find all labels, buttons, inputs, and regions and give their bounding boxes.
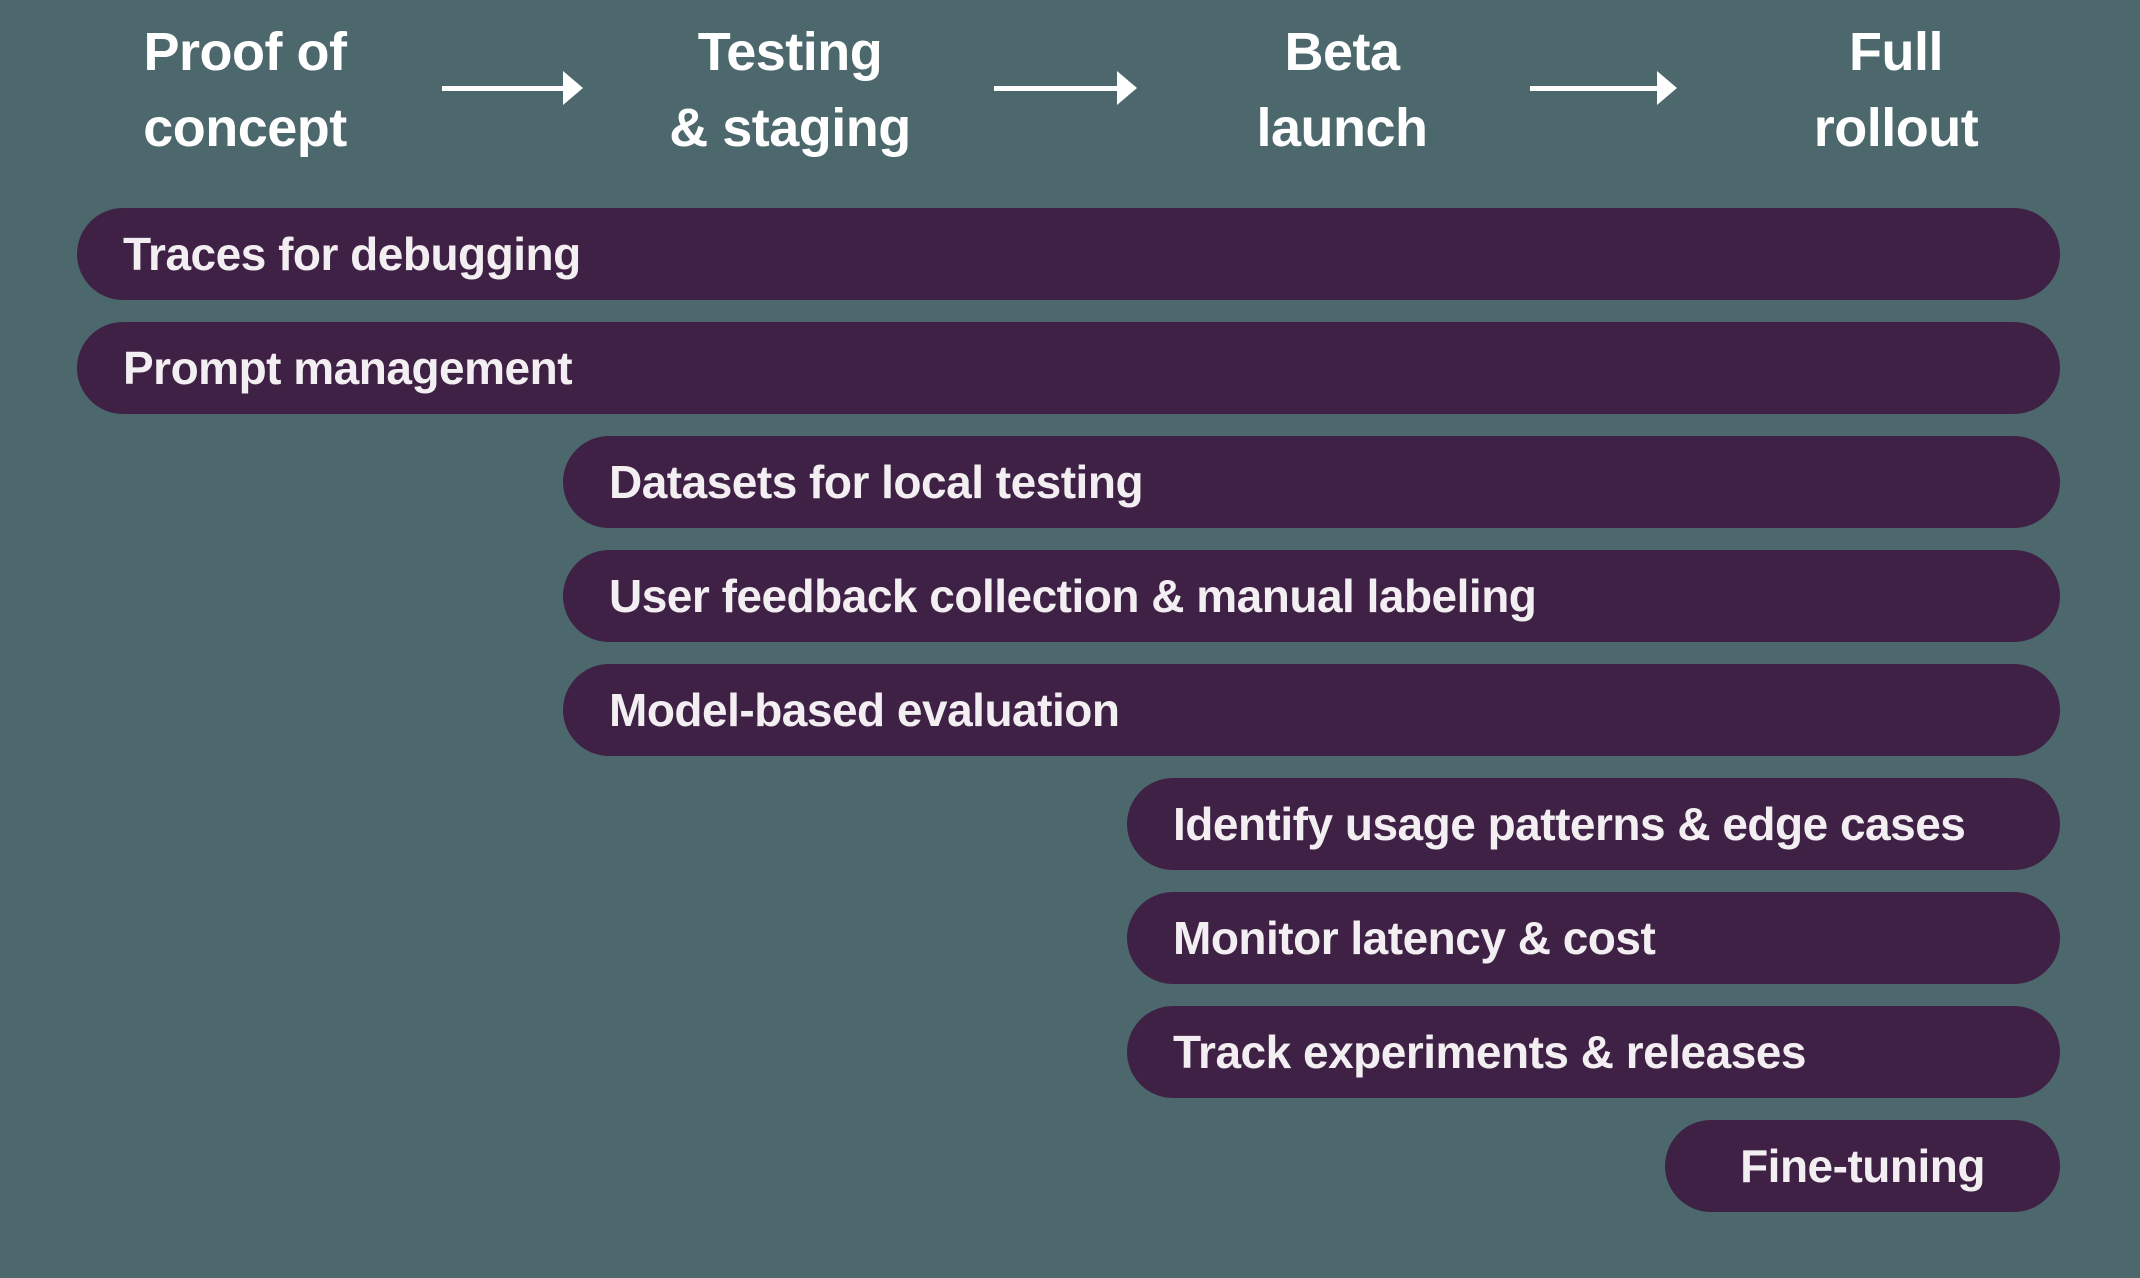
arrow-shaft	[442, 85, 563, 91]
phase-label-line: & staging	[669, 98, 911, 158]
bar-prompt-management: Prompt management	[77, 322, 2060, 414]
bar-datasets-for-local-testing: Datasets for local testing	[563, 436, 2060, 528]
phase-label-beta-launch: Beta launch	[1256, 14, 1428, 166]
flow-arrow-icon	[994, 71, 1137, 105]
bar-label: Track experiments & releases	[1173, 1026, 1806, 1078]
bar-label: Identify usage patterns & edge cases	[1173, 798, 1966, 850]
bar-model-based-evaluation: Model-based evaluation	[563, 664, 2060, 756]
bar-traces-for-debugging: Traces for debugging	[77, 208, 2060, 300]
phase-label-line: launch	[1256, 98, 1428, 158]
flow-arrow-icon	[1530, 71, 1677, 105]
bar-label: Traces for debugging	[123, 228, 581, 280]
phase-label-line: Testing	[697, 22, 883, 82]
phase-label-line: rollout	[1813, 98, 1979, 158]
arrow-shaft	[1530, 85, 1657, 91]
bar-label: Monitor latency & cost	[1173, 912, 1656, 964]
phase-label-line: concept	[143, 98, 347, 158]
phase-label-testing-staging: Testing & staging	[669, 14, 911, 166]
arrow-head	[1117, 71, 1137, 105]
bar-fine-tuning: Fine-tuning	[1665, 1120, 2060, 1212]
phase-label-line: Beta	[1284, 22, 1400, 82]
phase-label-line: Proof of	[143, 22, 347, 82]
bar-user-feedback-collection: User feedback collection & manual labeli…	[563, 550, 2060, 642]
bar-monitor-latency-cost: Monitor latency & cost	[1127, 892, 2060, 984]
arrow-head	[1657, 71, 1677, 105]
bar-label: User feedback collection & manual labeli…	[609, 570, 1537, 622]
bar-track-experiments-releases: Track experiments & releases	[1127, 1006, 2060, 1098]
bar-label: Datasets for local testing	[609, 456, 1144, 508]
arrow-shaft	[994, 85, 1117, 91]
flow-arrow-icon	[442, 71, 583, 105]
bar-label: Fine-tuning	[1740, 1140, 1985, 1192]
bar-identify-usage-patterns: Identify usage patterns & edge cases	[1127, 778, 2060, 870]
arrow-head	[563, 71, 583, 105]
phase-label-full-rollout: Full rollout	[1813, 14, 1979, 166]
bar-label: Prompt management	[123, 342, 573, 394]
phase-label-line: Full	[1849, 22, 1943, 82]
phase-label-proof-of-concept: Proof of concept	[143, 14, 347, 166]
bar-label: Model-based evaluation	[609, 684, 1120, 736]
